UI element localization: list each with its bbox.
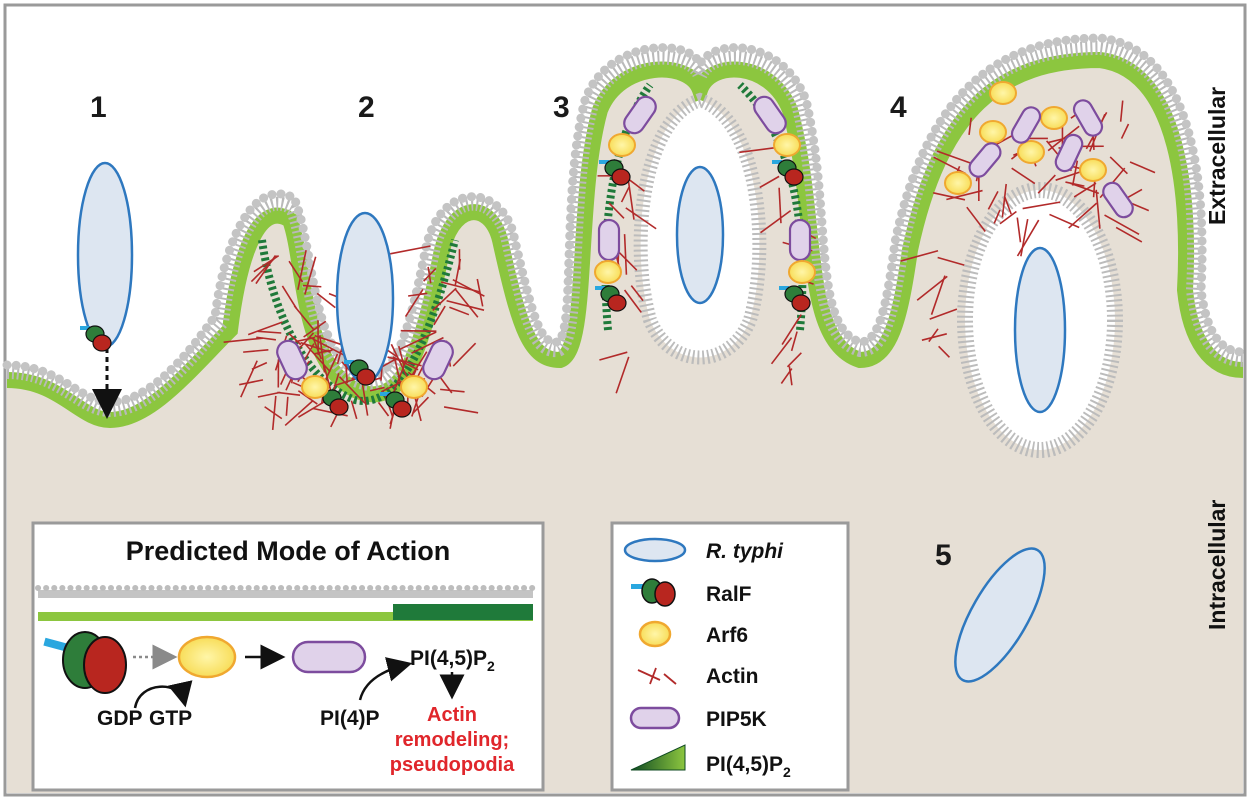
arf6-stage-4-b (1041, 107, 1067, 129)
gdp-label: GDP (97, 707, 143, 730)
pip5k-large-icon (293, 642, 365, 672)
legend-panel: R. typhi RalF Arf6 Actin PIP5K PI(4,5)P2 (612, 523, 848, 790)
pip5k-icon (631, 708, 679, 728)
pip5k-stage-3-left-mid (599, 220, 619, 260)
legend-label-r-typhi: R. typhi (706, 540, 784, 563)
arf6-stage-4-e (1080, 159, 1106, 181)
pi4p-label: PI(4)P (320, 707, 380, 730)
stage-number-1: 1 (90, 91, 107, 124)
arf6-stage-2-a (302, 376, 328, 398)
rickettsia-bacterium-3 (677, 167, 723, 303)
rickettsia-bacterium-1 (78, 163, 132, 347)
extracellular-label: Extracellular (1204, 87, 1230, 225)
arf6-stage-3-right-b (789, 261, 815, 283)
legend-label-pip5k: PIP5K (706, 708, 767, 731)
outcome-line-1: Actin (427, 704, 477, 726)
arf6-stage-4-c (980, 121, 1006, 143)
arf6-icon (640, 622, 670, 646)
legend-label-actin: Actin (706, 665, 759, 688)
legend-label-pip2: PI(4,5)P2 (706, 753, 791, 780)
arf6-stage-3-left-b (595, 261, 621, 283)
intracellular-label: Intracellular (1204, 500, 1230, 630)
pip5k-stage-3-right-mid (790, 220, 810, 260)
rickettsia-bacterium-4 (1015, 248, 1065, 412)
legend-label-arf6: Arf6 (706, 624, 748, 647)
arf6-stage-3-right-a (774, 134, 800, 156)
mode-of-action-panel: Predicted Mode of Action GDP GTP PI(4)P … (33, 523, 543, 790)
arf6-stage-3-left-a (609, 134, 635, 156)
rickettsia-bacterium-2 (337, 213, 393, 383)
legend-label-ralf: RalF (706, 583, 752, 606)
mini-membrane-pip2-patch (393, 604, 533, 620)
arf6-stage-4-d (1018, 141, 1044, 163)
stage-number-3: 3 (553, 91, 570, 124)
stage-number-4: 4 (890, 91, 907, 124)
pip2-label: PI(4,5)P2 (410, 647, 495, 674)
rickettsia-cell-icon (625, 539, 685, 561)
stage-number-2: 2 (358, 91, 375, 124)
outcome-line-3: pseudopodia (390, 754, 515, 776)
arf6-stage-4-f (945, 172, 971, 194)
arf6-large-icon (179, 637, 235, 677)
legend-frame (612, 523, 848, 790)
mini-membrane-outer (38, 590, 533, 598)
gtp-label: GTP (149, 707, 192, 730)
mode-panel-title: Predicted Mode of Action (126, 536, 451, 566)
arf6-stage-4-a (990, 82, 1016, 104)
stage-number-5: 5 (935, 539, 952, 572)
arf6-stage-2-b (401, 376, 427, 398)
outcome-line-2: remodeling; (395, 729, 509, 751)
